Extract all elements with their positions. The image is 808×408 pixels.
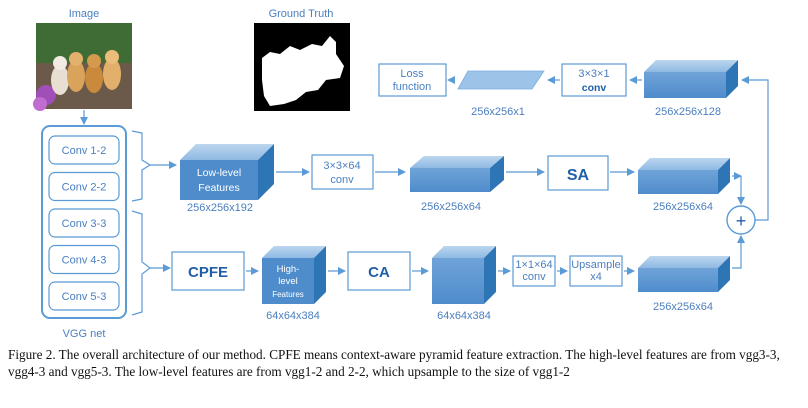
high-level-label-3: Features xyxy=(272,290,304,299)
vgg-net-label: VGG net xyxy=(63,328,106,340)
loss-size-label: 256x256x1 xyxy=(471,106,525,118)
vgg-layer-label: Conv 4-3 xyxy=(62,255,107,267)
conv-3x3x1-box xyxy=(561,63,627,97)
conv-bottom-label-2: conv xyxy=(522,271,546,283)
ground-truth-mask-icon xyxy=(254,23,350,111)
high-level-label-2: level xyxy=(278,276,298,287)
vgg-layer-box xyxy=(48,208,120,238)
low-level-features-block xyxy=(180,144,274,200)
ca-feature-block xyxy=(432,246,496,304)
mid-size2-label: 256x256x64 xyxy=(653,201,713,213)
vgg-layer-box xyxy=(48,281,120,311)
figure-caption: Figure 2. The overall architecture of ou… xyxy=(8,347,780,379)
conv-1x1x64-box xyxy=(512,255,556,287)
low-level-label-2: Features xyxy=(198,182,239,194)
cpfe-box xyxy=(171,251,245,291)
sa-label: SA xyxy=(567,167,590,184)
bottom-size-label: 256x256x64 xyxy=(653,301,713,313)
vgg-layer-label: Conv 5-3 xyxy=(62,291,107,303)
conv-3x3x64-box xyxy=(311,154,374,190)
high-size-label: 64x64x384 xyxy=(266,310,320,322)
conv-bottom-label-1: 1×1×64 xyxy=(515,259,552,271)
conv-mid-label-2: conv xyxy=(330,174,354,186)
vgg-layer-box xyxy=(48,171,120,202)
loss-label-2: function xyxy=(393,81,432,93)
upsample-label-2: x4 xyxy=(590,271,602,283)
ca-label: CA xyxy=(368,264,390,281)
vgg-layer-label: Conv 3-3 xyxy=(62,218,107,230)
cpfe-label: CPFE xyxy=(188,264,228,281)
vgg-layer-label: Conv 1-2 xyxy=(62,145,107,157)
conv-top-label-1: 3×3×1 xyxy=(578,68,609,80)
conv-top-label-2: conv xyxy=(582,82,607,94)
prediction-map-slice xyxy=(457,70,545,90)
image-label: Image xyxy=(69,8,100,20)
mid-feature-block-2 xyxy=(638,158,730,194)
conv-mid-label-1: 3×3×64 xyxy=(323,160,360,172)
sa-box xyxy=(547,155,609,191)
ca-box xyxy=(347,251,411,291)
upsample-label-1: Upsample xyxy=(571,259,621,271)
bottom-feature-block xyxy=(638,256,730,292)
plus-label: + xyxy=(736,211,747,231)
loss-function-box xyxy=(378,63,447,97)
loss-label-1: Loss xyxy=(400,68,424,80)
brace-high-level xyxy=(131,210,151,316)
high-level-label-1: High- xyxy=(277,264,300,275)
vgg-layer-box xyxy=(48,244,120,275)
mid-feature-block-1 xyxy=(410,156,504,192)
mid-size1-label: 256x256x64 xyxy=(421,201,481,213)
ground-truth-label: Ground Truth xyxy=(269,8,334,20)
brace-low-level xyxy=(131,130,152,202)
top-feature-block xyxy=(644,60,738,98)
vgg-layer-box xyxy=(48,135,120,165)
upsample-box xyxy=(569,255,623,287)
high-level-features-block xyxy=(262,246,326,304)
low-size-label: 256x256x192 xyxy=(187,202,253,214)
input-image-icon xyxy=(33,23,132,111)
low-level-label-1: Low-level xyxy=(197,167,241,179)
ca-size-label: 64x64x384 xyxy=(437,310,491,322)
vgg-layer-label: Conv 2-2 xyxy=(62,182,107,194)
top-size-label: 256x256x128 xyxy=(655,106,721,118)
